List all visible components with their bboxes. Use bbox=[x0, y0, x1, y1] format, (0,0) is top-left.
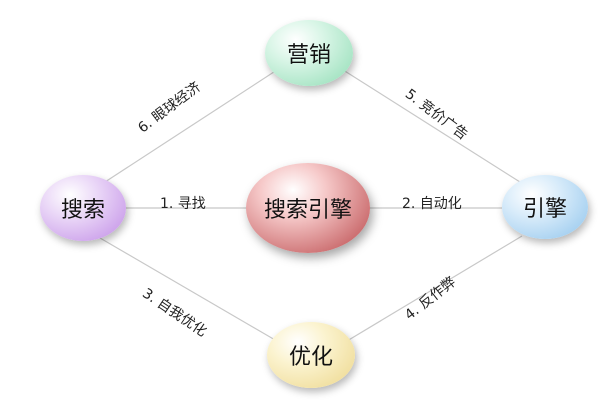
node-marketing-label: 营销 bbox=[286, 43, 331, 68]
edge-label-automation: 2. 自动化 bbox=[402, 196, 462, 212]
node-search: 搜索 bbox=[40, 175, 126, 241]
edge-line-left-top bbox=[104, 67, 281, 183]
node-search-engine: 搜索引擎 bbox=[246, 163, 370, 253]
node-optimization-label: 优化 bbox=[288, 345, 333, 370]
edge-line-bottom-right bbox=[341, 235, 523, 345]
node-marketing: 营销 bbox=[265, 20, 353, 86]
edge-line-top-right bbox=[339, 67, 521, 183]
node-engine-label: 引擎 bbox=[522, 197, 567, 222]
edge-label-find: 1. 寻找 bbox=[160, 196, 206, 212]
node-search-engine-label: 搜索引擎 bbox=[263, 198, 352, 223]
node-engine: 引擎 bbox=[502, 175, 588, 239]
node-optimization: 优化 bbox=[267, 322, 355, 388]
node-search-label: 搜索 bbox=[60, 198, 105, 223]
edge-line-left-bottom bbox=[99, 237, 283, 345]
